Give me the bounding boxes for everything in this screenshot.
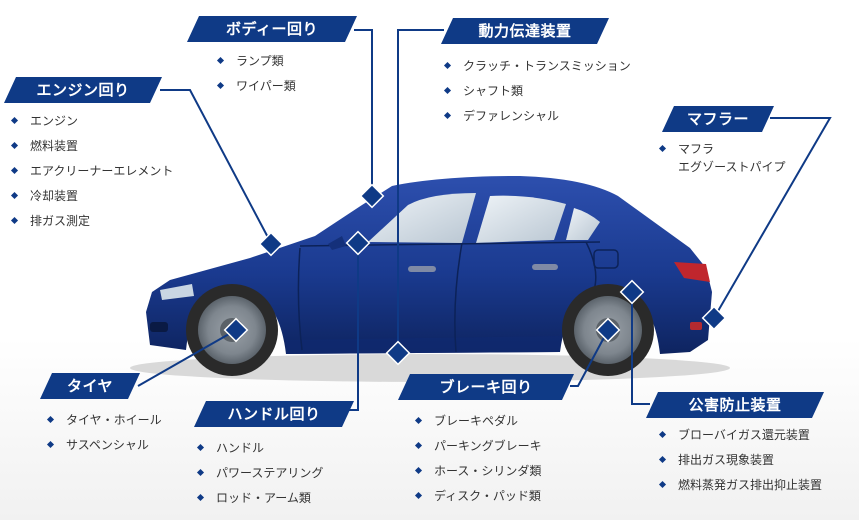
list-item: ディスク・パッド類 <box>412 487 542 512</box>
list-item: サスペンシャル <box>44 436 162 461</box>
marker-tire <box>223 317 249 343</box>
list-item: 燃料装置 <box>8 137 173 162</box>
list-item: デファレンシャル <box>441 107 631 132</box>
drivetrain-item-list: クラッチ・トランスミッション シャフト類 デファレンシャル <box>441 57 631 132</box>
list-item: シャフト類 <box>441 82 631 107</box>
leader-line-drivetrain <box>397 29 444 352</box>
list-item: ホース・シリンダ類 <box>412 462 542 487</box>
list-item: ロッド・アーム類 <box>194 489 323 514</box>
marker-muffler <box>701 305 727 331</box>
marker-engine <box>258 231 284 257</box>
leader-lines <box>137 29 832 411</box>
headlight <box>160 284 194 300</box>
markers <box>223 183 727 366</box>
brake-item-list: ブレーキペダル パーキングブレーキ ホース・シリンダ類 ディスク・パッド類 <box>412 412 542 512</box>
emission-group-label: 公害防止装置 <box>646 392 824 418</box>
leader-line-muffler <box>713 117 832 319</box>
list-item: マフラ エグゾーストパイプ <box>656 140 786 180</box>
list-item: ブローバイガス還元装置 <box>656 426 822 451</box>
leader-line-tire <box>137 329 237 387</box>
taillight <box>674 262 710 282</box>
marker-brake <box>595 317 621 343</box>
list-item: ワイパー類 <box>214 77 296 102</box>
steering-group-label: ハンドル回り <box>194 401 354 427</box>
door-handle-front <box>408 266 436 272</box>
list-item: 排ガス測定 <box>8 212 173 237</box>
fuel-lid <box>593 249 619 269</box>
list-item: 燃料蒸発ガス排出抑止装置 <box>656 476 822 501</box>
tire-item-list: タイヤ・ホイール サスペンシャル <box>44 411 162 461</box>
side-mirror <box>328 236 346 250</box>
door-handle-rear <box>532 264 558 270</box>
brake-group-label: ブレーキ回り <box>398 374 574 400</box>
muffler-item-list: マフラ エグゾーストパイプ <box>656 140 786 180</box>
front-window <box>368 193 476 243</box>
marker-steering <box>345 230 371 256</box>
rear-reflector <box>690 322 702 330</box>
leader-line-body <box>354 29 373 195</box>
tire-group-label: タイヤ <box>40 373 140 399</box>
leader-line-brake <box>570 329 609 387</box>
engine-group-label: エンジン回り <box>4 77 162 103</box>
list-item: エアクリーナーエレメント <box>8 162 173 187</box>
emission-item-list: ブローバイガス還元装置 排出ガス現象装置 燃料蒸発ガス排出抑止装置 <box>656 426 822 501</box>
steering-item-list: ハンドル パワーステアリング ロッド・アーム類 <box>194 439 323 514</box>
leader-line-steering <box>348 243 359 411</box>
leader-line-engine <box>160 89 273 246</box>
marker-body <box>359 183 385 209</box>
marker-emission <box>619 279 645 305</box>
quarter-window <box>566 208 600 240</box>
list-item: パワーステアリング <box>194 464 323 489</box>
list-item: ブレーキペダル <box>412 412 542 437</box>
list-item: クラッチ・トランスミッション <box>441 57 631 82</box>
list-item: ランプ類 <box>214 52 296 77</box>
body-group-label: ボディー回り <box>187 16 357 42</box>
drivetrain-group-label: 動力伝達装置 <box>441 18 609 44</box>
list-item: パーキングブレーキ <box>412 437 542 462</box>
list-item: タイヤ・ホイール <box>44 411 162 436</box>
muffler-group-label: マフラー <box>662 106 774 132</box>
side-sill <box>286 336 560 354</box>
list-item: エンジン <box>8 112 173 137</box>
marker-drivetrain <box>385 340 411 366</box>
list-item: 排出ガス現象装置 <box>656 451 822 476</box>
rear-window <box>476 195 566 243</box>
body-item-list: ランプ類 ワイパー類 <box>214 52 296 102</box>
list-item: 冷却装置 <box>8 187 173 212</box>
fog-light <box>150 322 168 332</box>
list-item: ハンドル <box>194 439 323 464</box>
engine-item-list: エンジン 燃料装置 エアクリーナーエレメント 冷却装置 排ガス測定 <box>8 112 173 237</box>
leader-line-emission <box>631 292 650 405</box>
